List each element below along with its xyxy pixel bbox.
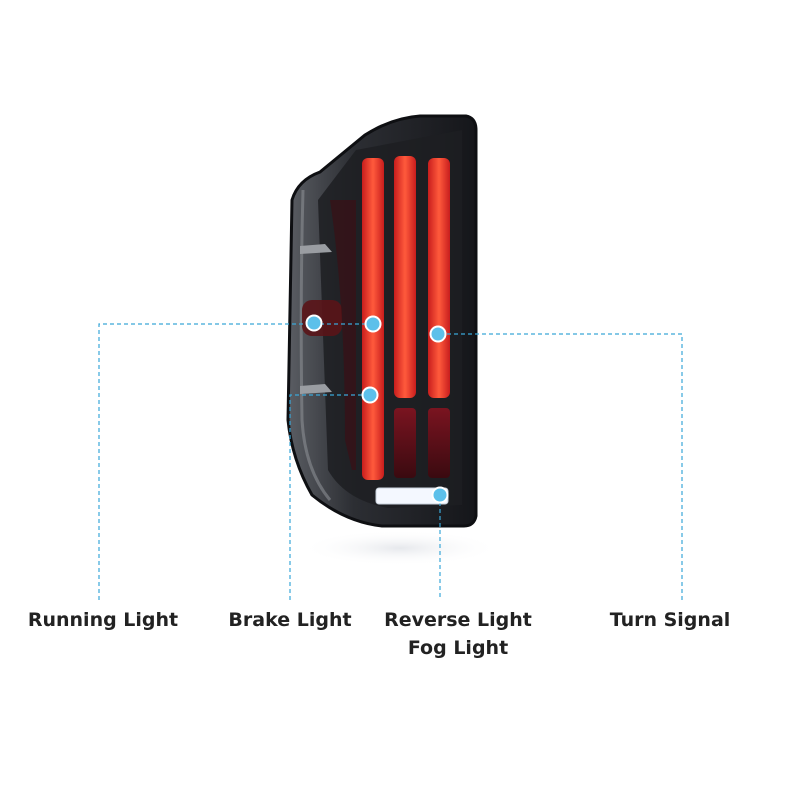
- middle-dark-red-segment: [394, 408, 416, 478]
- running-light-text: Running Light: [27, 609, 179, 631]
- middle-led-bar: [394, 156, 416, 398]
- brake-light-text: Brake Light: [228, 609, 352, 631]
- turn-signal-callout-line: [440, 333, 683, 600]
- running-light-label: Running Light: [18, 606, 188, 634]
- brake-light-lower-dot: [361, 386, 379, 404]
- running-light-callout-line: [98, 323, 372, 600]
- floor-reflection: [300, 530, 500, 566]
- turn-signal-text: Turn Signal: [609, 609, 731, 631]
- callout-dots: [305, 314, 449, 504]
- reverse-light-text: Reverse Light: [384, 609, 532, 631]
- brake-light-label: Brake Light: [220, 606, 360, 634]
- fog-light-text: Fog Light: [407, 637, 509, 659]
- callout-lines: [98, 323, 683, 600]
- reverse-light-dot: [431, 486, 449, 504]
- reverse-fog-light-label: Reverse Light Fog Light: [378, 606, 538, 662]
- running-light-dot: [305, 314, 323, 332]
- brake-light-callout-line: [289, 394, 370, 600]
- brake-light-upper-dot: [364, 315, 382, 333]
- turn-signal-dot: [429, 325, 447, 343]
- right-led-bar: [428, 158, 450, 398]
- turn-signal-label: Turn Signal: [600, 606, 740, 634]
- right-dark-red-segment: [428, 408, 450, 478]
